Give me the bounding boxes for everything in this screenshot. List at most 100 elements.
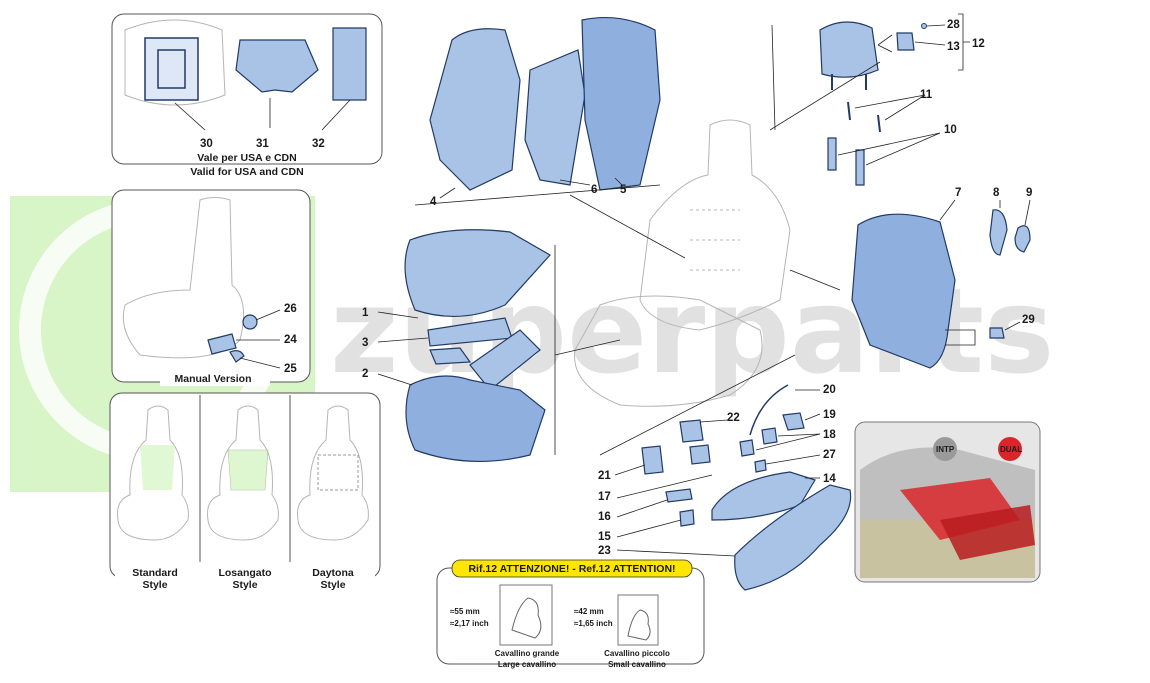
style-daytona-line2: Style bbox=[320, 579, 345, 591]
style-standard-seat bbox=[117, 405, 189, 541]
callout-12: 12 bbox=[972, 38, 985, 50]
seat-controls: 20 19 18 22 21 27 17 14 16 15 23 bbox=[598, 354, 852, 591]
usa-seat-ghost bbox=[124, 19, 226, 106]
headrest-12 bbox=[819, 21, 879, 78]
attention-banner-bg bbox=[451, 559, 693, 578]
usa-caption-en: Valid for USA and CDN bbox=[190, 166, 303, 178]
large-cavallino-frame bbox=[499, 584, 553, 646]
control-panel-14 bbox=[711, 471, 816, 521]
callout-24: 24 bbox=[284, 334, 297, 346]
inset-usa-frame bbox=[111, 13, 383, 165]
callout-9: 9 bbox=[1026, 187, 1032, 199]
callout-22: 22 bbox=[727, 412, 740, 424]
callout-29: 29 bbox=[1022, 314, 1035, 326]
callout-2: 2 bbox=[362, 368, 368, 380]
lever-24 bbox=[207, 333, 237, 355]
large-dim-inch: ≈2,17 inch bbox=[450, 619, 489, 628]
small-cavallino-icon bbox=[627, 609, 651, 641]
switch-19 bbox=[782, 412, 805, 431]
style-daytona-line1: Daytona bbox=[312, 567, 354, 579]
callout-13: 13 bbox=[947, 41, 960, 53]
callout-28: 28 bbox=[947, 19, 960, 31]
switch-18a bbox=[761, 427, 778, 445]
callout-7: 7 bbox=[955, 187, 961, 199]
dual-badge: DUAL bbox=[1000, 445, 1022, 454]
headrest-badge-13 bbox=[896, 32, 915, 51]
photo-heated-cushion bbox=[940, 505, 1035, 560]
backrest-shell-5 bbox=[581, 16, 661, 191]
trim-8 bbox=[989, 209, 1008, 256]
small-cavallino-frame bbox=[617, 594, 659, 646]
callout-17: 17 bbox=[598, 491, 611, 503]
style-losangato-seat bbox=[207, 405, 279, 541]
back-shell-7 bbox=[851, 213, 956, 369]
pad-3b bbox=[429, 347, 472, 365]
module-22b bbox=[689, 444, 711, 465]
inset-manual-version: 26 24 25 Manual Version bbox=[111, 189, 311, 386]
large-cavallino-icon bbox=[511, 597, 542, 639]
guide-sleeve-10b bbox=[855, 149, 865, 186]
attention-box: Rif.12 ATTENZIONE! - Ref.12 ATTENTION! ≈… bbox=[436, 559, 705, 669]
inset-manual-frame bbox=[111, 189, 311, 383]
backrest-parts: 4 6 5 bbox=[414, 16, 686, 259]
heater-element-32 bbox=[332, 27, 367, 101]
assembled-seat-ghost bbox=[574, 119, 791, 407]
cushion-parts: 1 3 2 bbox=[362, 229, 621, 463]
guide-pins-11 bbox=[847, 101, 881, 133]
large-cavallino-en: Large cavallino bbox=[498, 660, 556, 669]
callout-30: 30 bbox=[200, 138, 213, 150]
pad-3c bbox=[469, 329, 541, 391]
seat-heater-mat-30 bbox=[144, 37, 199, 101]
module-21 bbox=[641, 445, 664, 475]
callout-3: 3 bbox=[362, 337, 368, 349]
cap-25 bbox=[229, 350, 245, 363]
headrest-parts: 28 13 12 11 10 bbox=[769, 13, 985, 186]
callout-5: 5 bbox=[620, 184, 627, 196]
callout-1: 1 bbox=[362, 307, 369, 319]
callout-18: 18 bbox=[823, 429, 836, 441]
callout-11: 11 bbox=[920, 89, 933, 101]
screw-27 bbox=[754, 459, 767, 473]
knob-26 bbox=[242, 314, 258, 330]
callout-8: 8 bbox=[993, 187, 1000, 199]
small-dim-inch: ≈1,65 inch bbox=[574, 619, 613, 628]
callout-20: 20 bbox=[823, 384, 836, 396]
callout-31: 31 bbox=[256, 138, 269, 150]
callout-6: 6 bbox=[591, 184, 597, 196]
small-cavallino-en: Small cavallino bbox=[608, 660, 666, 669]
small-dim-mm: ≈42 mm bbox=[574, 607, 604, 616]
cushion-cover-1 bbox=[404, 229, 551, 317]
inset-usa-cdn: 30 31 32 Vale per USA e CDN Valid for US… bbox=[111, 13, 383, 178]
attention-banner: Rif.12 ATTENZIONE! - Ref.12 ATTENTION! bbox=[468, 563, 675, 575]
callout-26: 26 bbox=[284, 303, 297, 315]
side-trim-23 bbox=[734, 484, 852, 591]
manual-seat-ghost bbox=[122, 197, 245, 359]
callout-25: 25 bbox=[284, 363, 297, 375]
dual-badge-bg bbox=[998, 437, 1022, 461]
usa-caption-it: Vale per USA e CDN bbox=[197, 152, 296, 164]
style-standard-line1: Standard bbox=[132, 567, 178, 579]
cover-9 bbox=[1014, 225, 1031, 253]
photo-inset: INTP DUAL bbox=[854, 421, 1041, 583]
switch-18b bbox=[739, 439, 755, 457]
callout-16: 16 bbox=[598, 511, 611, 523]
small-cavallino-it: Cavallino piccolo bbox=[604, 649, 670, 658]
style-losangato-line2: Style bbox=[232, 579, 257, 591]
clip-29 bbox=[989, 327, 1005, 339]
intp-badge-bg bbox=[933, 437, 957, 461]
manual-caption: Manual Version bbox=[174, 373, 251, 385]
intp-badge: INTP bbox=[936, 445, 955, 454]
module-22a bbox=[679, 419, 704, 443]
cushion-base-2 bbox=[405, 375, 546, 463]
callout-4: 4 bbox=[430, 196, 437, 208]
manual-caption-bg bbox=[160, 370, 270, 386]
backrest-cover-4 bbox=[429, 28, 521, 191]
guide-sleeve-10a bbox=[827, 137, 837, 171]
callout-21: 21 bbox=[598, 470, 611, 482]
headrest-pin-28 bbox=[921, 23, 927, 29]
backrest-pad-6 bbox=[524, 49, 586, 186]
callout-10: 10 bbox=[944, 124, 957, 136]
large-cavallino-it: Cavallino grande bbox=[495, 649, 560, 658]
